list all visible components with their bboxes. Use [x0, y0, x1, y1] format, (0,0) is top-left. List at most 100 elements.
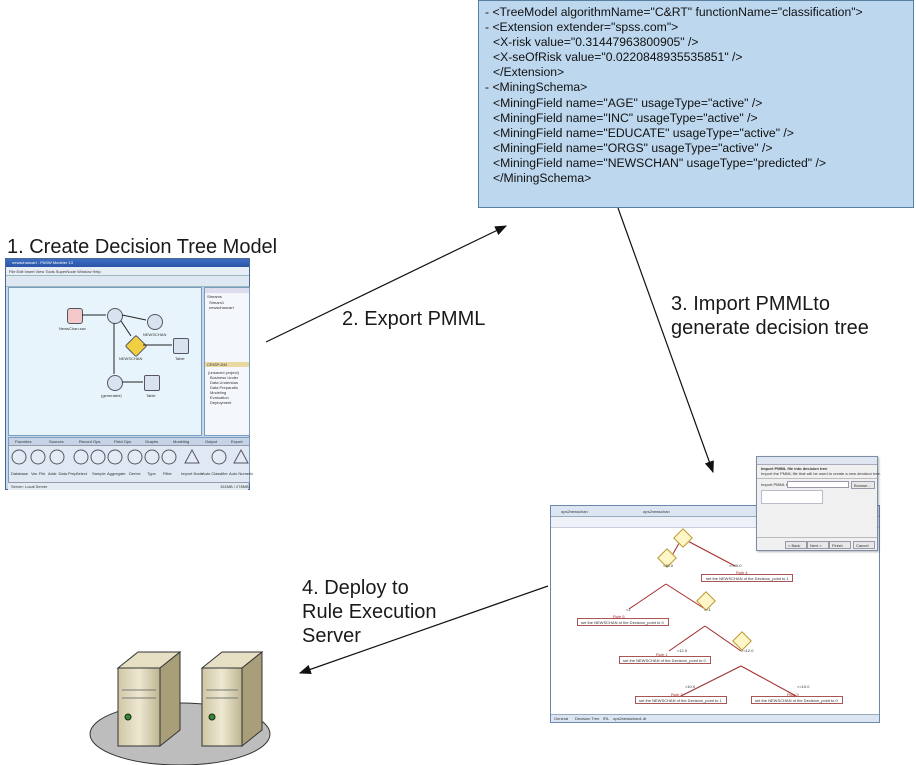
model-node-icon[interactable] — [107, 308, 123, 324]
bottom-tab[interactable]: Decision Tree — [575, 716, 600, 721]
editor-toolbar[interactable] — [551, 517, 879, 528]
editor-bottom-tabs[interactable]: General Decision Tree IRL ops2newschan1.… — [551, 714, 879, 722]
branch-label: >=12.0 — [741, 648, 754, 653]
step-import-label-line2: generate decision tree — [671, 317, 869, 339]
branch-label: <10.0 — [685, 684, 696, 689]
palette-item[interactable]: Type — [147, 471, 156, 476]
rule-label: Rule 2 — [671, 692, 683, 697]
streams-tab[interactable] — [205, 288, 249, 293]
pmml-tree-list[interactable] — [761, 490, 823, 504]
rule-text: set the NEWSCHAN of the Decision_point t… — [755, 698, 838, 703]
palette-tab-output[interactable]: Output — [205, 439, 218, 444]
crisp-item[interactable]: Data Preparatio — [210, 385, 239, 390]
rule-label: Rule 5 — [613, 614, 625, 619]
bottom-tab[interactable]: IRL — [603, 716, 610, 721]
pmml-line: <X-risk value="0.31447963800905" /> — [493, 35, 699, 50]
crisp-item[interactable]: (unsaved project) — [208, 370, 239, 375]
next-button[interactable]: Next > — [807, 541, 829, 549]
palette-tab-field-ops[interactable]: Field Ops — [114, 439, 132, 444]
table-node-label: Table — [175, 356, 185, 361]
palette-item[interactable]: Import Node — [181, 471, 204, 476]
palette-item[interactable]: Addr. Data Prep — [48, 471, 77, 476]
spss-title: newschancart - PASW Modeler 13 — [12, 260, 73, 265]
rule-label: Rule 3 — [787, 692, 799, 697]
palette-tab-favorites[interactable]: Favorites — [15, 439, 32, 444]
branch-label: <40.0 — [663, 563, 674, 568]
rule-box[interactable] — [701, 574, 793, 582]
crisp-item[interactable]: Modeling — [210, 390, 227, 395]
pmml-file-label: Import PMML file: — [761, 482, 793, 487]
spss-toolbar[interactable] — [6, 276, 249, 287]
table-node-icon[interactable] — [173, 338, 189, 354]
palette-node-icons[interactable] — [9, 447, 249, 469]
streams-tab-label: Streams — [207, 294, 222, 299]
pmml-line: - <TreeModel algorithmName="C&RT" functi… — [485, 5, 863, 19]
pmml-line: </Extension> — [493, 65, 565, 80]
stream-item[interactable]: newschancart — [209, 305, 234, 310]
table-node-2-label: Table — [146, 393, 156, 398]
crisp-item[interactable]: Business Under — [210, 375, 239, 380]
palette-item[interactable]: Database — [11, 471, 29, 476]
table-node-2-icon[interactable] — [144, 375, 160, 391]
branch-label: >=10.0 — [797, 684, 810, 689]
nugget-node-label: NEWSCHAN — [119, 356, 143, 361]
bottom-tab[interactable]: General — [554, 716, 569, 721]
palette-tab-sources[interactable]: Sources — [49, 439, 64, 444]
editor-tab[interactable]: ops2newschan — [643, 509, 670, 514]
import-pmml-dialog: Import PMML file into decision tree Impo… — [756, 456, 881, 551]
branch-label: <12.0 — [677, 648, 688, 653]
model-node-label: NEWSCHAN — [143, 332, 167, 337]
cancel-button[interactable]: Cancel — [853, 541, 875, 549]
palette-item[interactable]: Auto Classifier — [202, 471, 228, 476]
stream-canvas[interactable]: NewsChan.sav NEWSCHAN NEWSCHAN Table (ge… — [8, 287, 202, 436]
node-palette[interactable]: Favorites Sources Record Ops Field Ops G… — [8, 437, 254, 483]
finish-button[interactable]: Finish — [829, 541, 851, 549]
branch-label: <1 — [626, 607, 631, 612]
palette-tab-graphs[interactable]: Graphs — [145, 439, 159, 444]
bottom-tab[interactable]: ops2newschan1.dt — [613, 716, 647, 721]
editor-tab[interactable]: ops2newschan — [561, 509, 588, 514]
spss-status-bar: Server: Local Server 151MB / 278MB — [8, 482, 249, 490]
pmml-line: - <MiningSchema> — [485, 80, 588, 95]
back-button[interactable]: < Back — [785, 541, 807, 549]
spss-menu-bar[interactable]: File Edit Insert View Tools SuperNode Wi… — [6, 267, 249, 276]
crisp-tab[interactable] — [205, 362, 249, 367]
rule-box[interactable] — [635, 696, 727, 704]
palette-tabs[interactable] — [9, 438, 249, 446]
stream-item[interactable]: Stream1 — [209, 300, 225, 305]
browse-button[interactable]: Browse... — [851, 481, 875, 489]
pmml-file-input[interactable] — [787, 481, 849, 488]
palette-item[interactable]: Sample — [92, 471, 106, 476]
generated-node-label: (generated) — [101, 393, 122, 398]
rule-box[interactable] — [577, 618, 669, 626]
crisp-item[interactable]: Data Understan — [210, 380, 239, 385]
pmml-line: <X-seOfRisk value="0.0220848935535851" /… — [493, 50, 743, 65]
pmml-line: <MiningField name="AGE" usageType="activ… — [493, 95, 763, 110]
memory-status: 151MB / 278MB — [220, 484, 249, 489]
editor-tabs[interactable]: ops2newschan ops2newschan — [551, 506, 879, 517]
rule-label: Rule 1 — [656, 652, 668, 657]
spss-menu: File Edit Insert View Tools SuperNode Wi… — [9, 269, 101, 274]
model-node-2-icon[interactable] — [147, 314, 163, 330]
source-node-icon[interactable] — [67, 308, 83, 324]
crisp-item[interactable]: Deployment — [210, 400, 232, 405]
step-import-label-line1: 3. Import PMMLto — [671, 293, 830, 315]
rule-box[interactable] — [619, 656, 711, 664]
servers-icon — [89, 650, 271, 765]
deploy-arrow — [298, 585, 549, 674]
palette-item[interactable]: Auto Numeric — [229, 471, 254, 476]
dialog-title-bar — [757, 457, 877, 465]
palette-item[interactable]: Aggregate — [107, 471, 126, 476]
palette-item[interactable]: Filter — [163, 471, 172, 476]
rule-box[interactable] — [751, 696, 843, 704]
palette-item[interactable]: Derive — [129, 471, 141, 476]
crisp-item[interactable]: Evaluation — [210, 395, 229, 400]
palette-tab-export[interactable]: Export — [231, 439, 243, 444]
step-create-label: 1. Create Decision Tree Model — [7, 236, 278, 258]
palette-item[interactable]: Select — [76, 471, 88, 476]
palette-tab-record-ops[interactable]: Record Ops — [79, 439, 101, 444]
palette-item[interactable]: Var. File — [31, 471, 46, 476]
generated-node-icon[interactable] — [107, 375, 123, 391]
decision-tree-links — [628, 537, 797, 697]
palette-tab-modeling[interactable]: Modeling — [173, 439, 190, 444]
